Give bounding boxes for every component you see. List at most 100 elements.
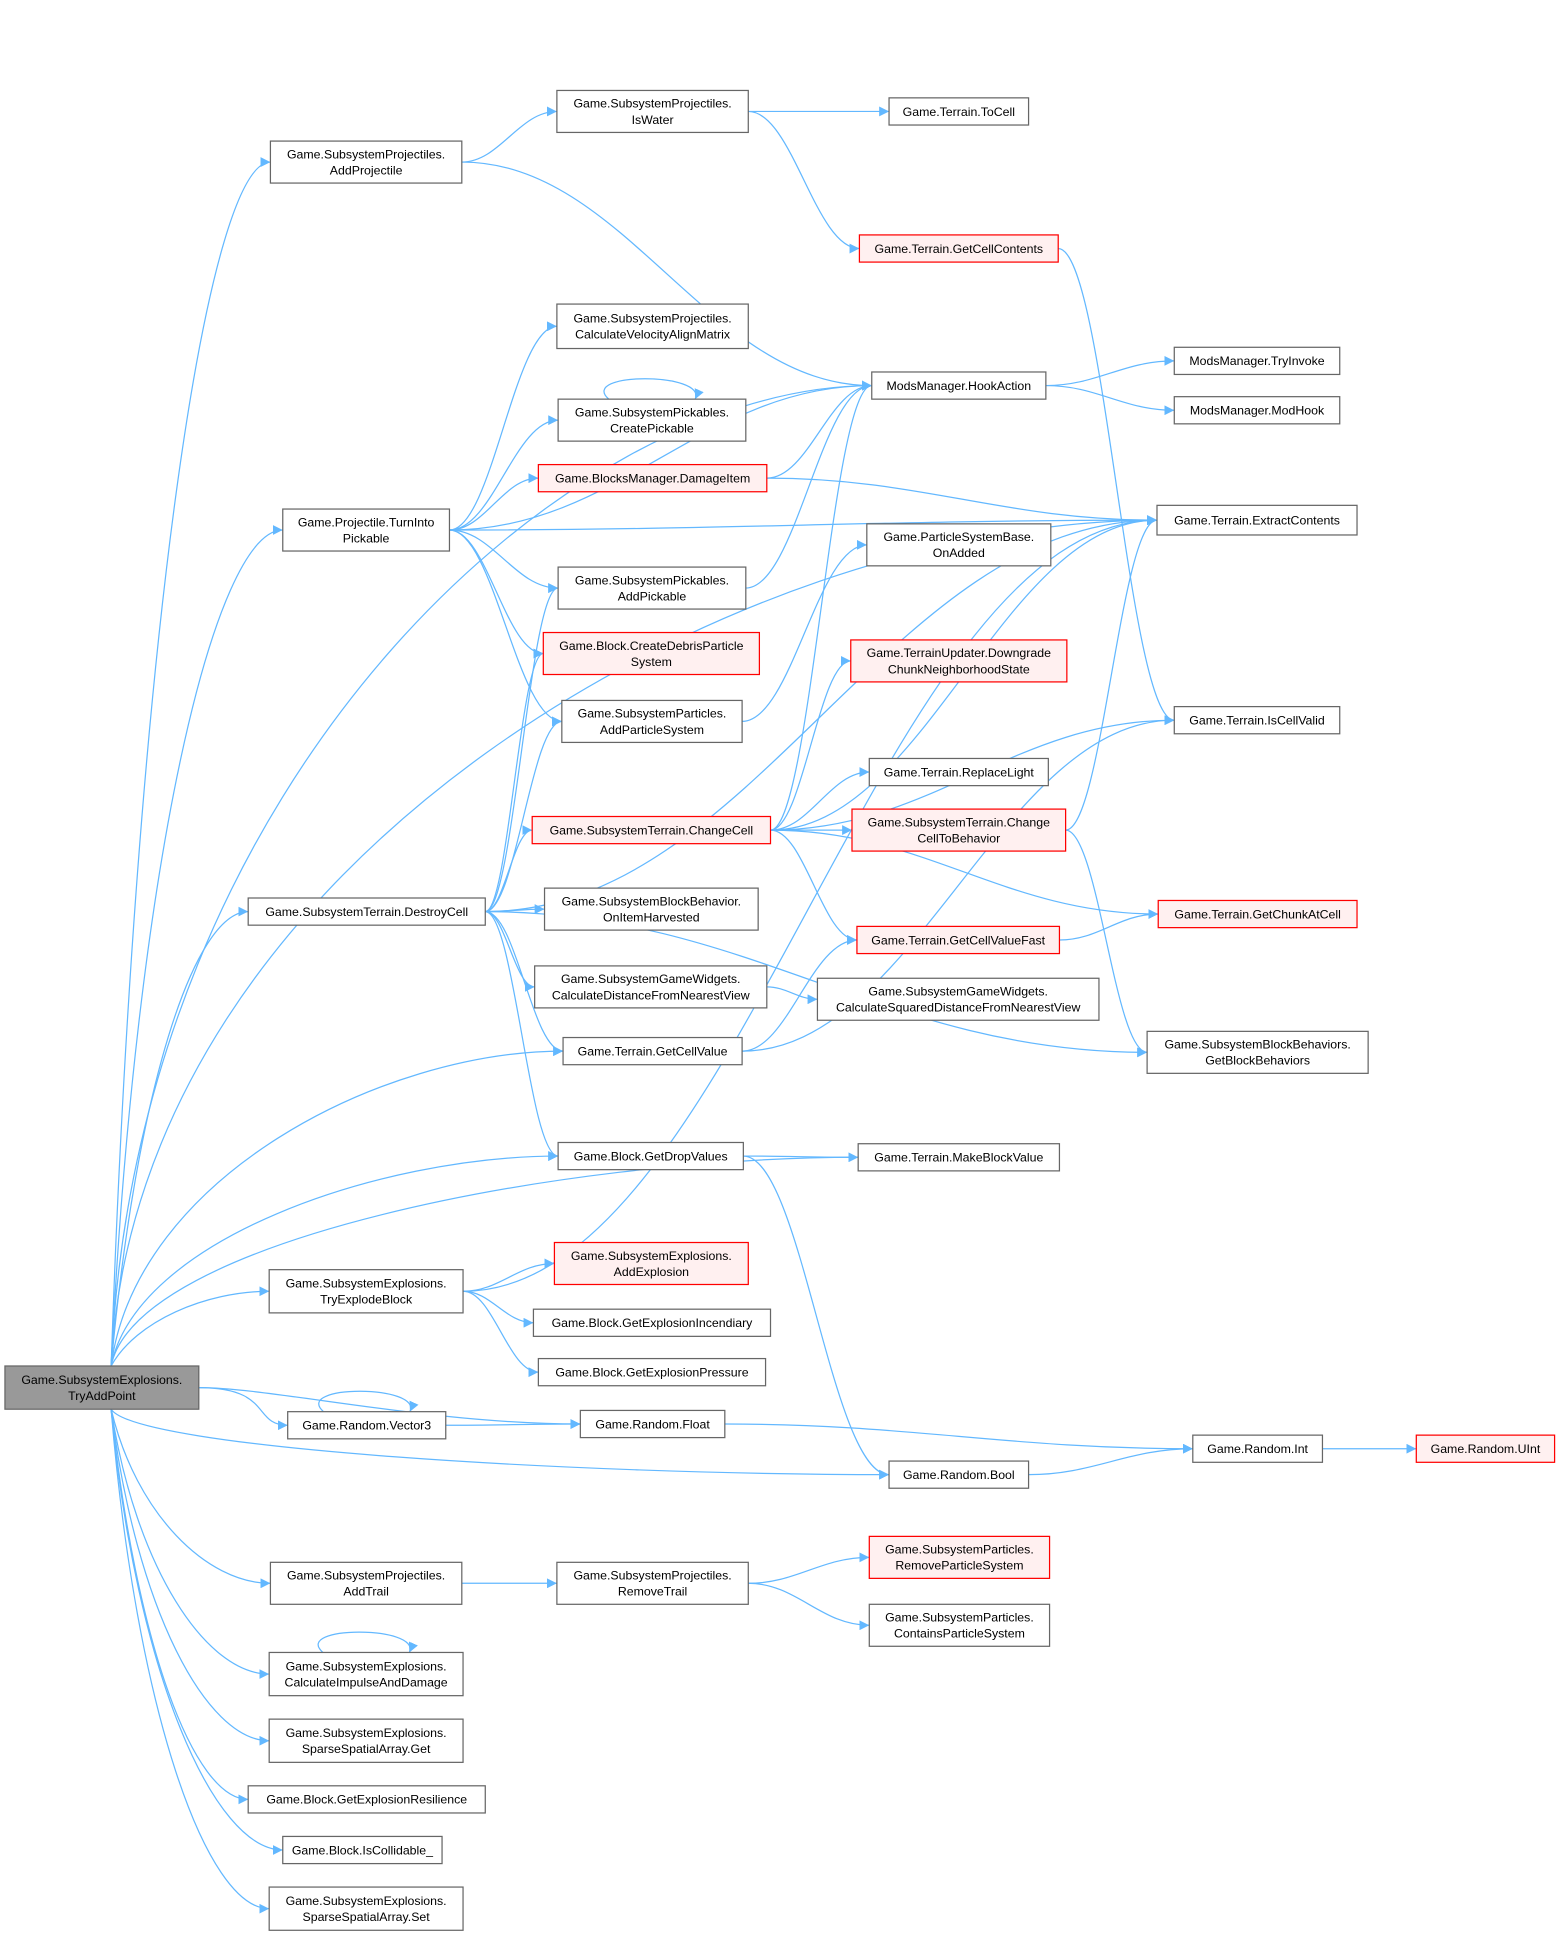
node-game-subsystemblockbehavior-onitemharvested[interactable]: Game.SubsystemBlockBehavior.OnItemHarves…	[543, 887, 759, 931]
node-modsmanager-tryinvoke[interactable]: ModsManager.TryInvoke	[1173, 346, 1341, 376]
node-game-subsystemterrain-changecelltobehavior[interactable]: Game.SubsystemTerrain.ChangeCellToBehavi…	[851, 808, 1067, 852]
node-game-terrain-getcellvalue[interactable]: Game.Terrain.GetCellValue	[562, 1036, 743, 1066]
node-box	[537, 463, 768, 493]
node-game-particlesystembase-onadded[interactable]: Game.ParticleSystemBase.OnAdded	[866, 523, 1052, 567]
edge-n25-n24	[1059, 909, 1159, 941]
node-game-subsystemexplosions-sparsespatialarray-set[interactable]: Game.SubsystemExplosions.SparseSpatialAr…	[268, 1886, 464, 1931]
node-game-block-getexplosionincendiary[interactable]: Game.Block.GetExplosionIncendiary	[532, 1308, 772, 1337]
node-game-subsystemexplosions-tryaddpoint[interactable]: Game.SubsystemExplosions.TryAddPoint	[4, 1365, 200, 1410]
node-box	[282, 1835, 443, 1865]
node-game-terrain-getcellcontents[interactable]: Game.Terrain.GetCellContents	[858, 234, 1059, 263]
node-box	[1157, 899, 1358, 929]
edge-n9-n9	[603, 378, 704, 400]
node-game-subsystemprojectiles-addtrail[interactable]: Game.SubsystemProjectiles. AddTrail	[269, 1561, 463, 1605]
node-game-terrain-tocell[interactable]: Game.Terrain.ToCell	[888, 97, 1030, 126]
node-label: AddTrail	[343, 1585, 388, 1599]
node-label: Game.Terrain.IsCellValid	[1189, 714, 1325, 728]
node-game-subsystemexplosions-calculateimpulseanddamage[interactable]: Game.SubsystemExplosions.CalculateImpuls…	[268, 1651, 464, 1697]
node-game-subsystemgamewidgets-calculatesquareddistancefromnearestview[interactable]: Game.SubsystemGameWidgets.CalculateSquar…	[816, 977, 1100, 1021]
edge-n12-n8	[449, 321, 557, 531]
node-game-subsystempickables-addpickable[interactable]: Game.SubsystemPickables.AddPickable	[557, 566, 747, 610]
node-box	[4, 1365, 200, 1410]
node-box	[557, 566, 747, 610]
edge-n0-n12	[110, 525, 283, 1367]
edge-n0-n47	[110, 1409, 249, 1805]
node-label: Game.Terrain.GetCellValue	[578, 1044, 728, 1058]
edge-n1-n2	[461, 106, 557, 163]
node-game-terrain-makeblockvalue[interactable]: Game.Terrain.MakeBlockValue	[857, 1143, 1061, 1172]
node-box	[868, 1603, 1051, 1647]
node-game-block-getdropvalues[interactable]: Game.Block.GetDropValues	[557, 1141, 744, 1171]
node-game-subsystemprojectiles-calculatevelocityalignmatrix[interactable]: Game.SubsystemProjectiles.CalculateVeloc…	[556, 303, 749, 350]
node-game-random-int[interactable]: Game.Random.Int	[1192, 1434, 1324, 1463]
node-box	[858, 234, 1059, 263]
nodes-layer: Game.SubsystemExplosions.TryAddPointGame…	[4, 89, 1556, 1931]
node-game-subsystemblockbehaviors-getblockbehaviors[interactable]: Game.SubsystemBlockBehaviors.GetBlockBeh…	[1146, 1030, 1369, 1074]
node-game-subsystempickables-createpickable[interactable]: Game.SubsystemPickables.CreatePickable	[557, 398, 747, 442]
node-game-subsystemparticles-addparticlesystem[interactable]: Game.SubsystemParticles.AddParticleSyste…	[561, 699, 743, 744]
edge-n36-n37	[445, 1419, 581, 1429]
node-box	[1415, 1434, 1556, 1463]
node-box	[850, 639, 1068, 683]
node-label: Game.SubsystemProjectiles.	[287, 1569, 445, 1583]
edge-n10-n11	[766, 477, 1157, 526]
node-game-subsystemgamewidgets-calculatedistancefromnearestview[interactable]: Game.SubsystemGameWidgets.CalculateDista…	[534, 965, 768, 1009]
node-game-block-getexplosionpressure[interactable]: Game.Block.GetExplosionPressure	[537, 1357, 767, 1387]
node-game-block-getexplosionresilience[interactable]: Game.Block.GetExplosionResilience	[247, 1785, 486, 1814]
edge-n0-n49	[110, 1409, 270, 1914]
node-game-subsystemterrain-destroycell[interactable]: Game.SubsystemTerrain.DestroyCell	[247, 897, 486, 926]
edge-n10-n5	[766, 380, 872, 479]
node-game-subsystemprojectiles-removetrail[interactable]: Game.SubsystemProjectiles.RemoveTrail	[556, 1561, 749, 1605]
node-game-terrain-iscellvalid[interactable]: Game.Terrain.IsCellValid	[1173, 705, 1341, 735]
node-box	[851, 808, 1067, 852]
node-game-subsystemparticles-containsparticlesystem[interactable]: Game.SubsystemParticles.ContainsParticle…	[868, 1603, 1051, 1647]
node-game-terrain-getchunkatcell[interactable]: Game.Terrain.GetChunkAtCell	[1157, 899, 1358, 929]
node-game-random-vector3[interactable]: Game.Random.Vector3	[287, 1411, 447, 1440]
node-label: AddProjectile	[330, 163, 403, 177]
node-label: Game.ParticleSystemBase.	[883, 530, 1034, 544]
edge-n12-n9	[449, 415, 559, 531]
node-label: Game.Terrain.GetCellContents	[875, 242, 1044, 256]
node-game-terrain-getcellvaluefast[interactable]: Game.Terrain.GetCellValueFast	[856, 925, 1061, 955]
node-label: Game.Terrain.ReplaceLight	[884, 765, 1035, 779]
node-game-terrainupdater-downgradechunkneighborhoodstate[interactable]: Game.TerrainUpdater.DowngradeChunkNeighb…	[850, 639, 1068, 683]
node-box	[561, 699, 743, 744]
edge-n12-n5	[449, 380, 872, 531]
node-game-block-iscollidable-[interactable]: Game.Block.IsCollidable_	[282, 1835, 443, 1865]
node-game-subsystemexplosions-tryexplodeblock[interactable]: Game.SubsystemExplosions.TryExplodeBlock	[268, 1269, 464, 1314]
node-game-random-bool[interactable]: Game.Random.Bool	[888, 1460, 1030, 1489]
node-game-random-float[interactable]: Game.Random.Float	[579, 1409, 726, 1439]
node-label: Game.Terrain.ExtractContents	[1174, 513, 1340, 527]
node-label: System	[631, 655, 672, 669]
node-game-subsystemprojectiles-addprojectile[interactable]: Game.SubsystemProjectiles. AddProjectile	[269, 140, 463, 184]
node-game-subsystemterrain-changecell[interactable]: Game.SubsystemTerrain.ChangeCell	[531, 815, 772, 845]
node-game-blocksmanager-damageitem[interactable]: Game.BlocksManager.DamageItem	[537, 463, 768, 493]
edge-n0-n22	[110, 906, 249, 1367]
edge-n32-n33	[463, 1258, 555, 1292]
node-modsmanager-modhook[interactable]: ModsManager.ModHook	[1173, 396, 1341, 425]
node-game-random-uint[interactable]: Game.Random.UInt	[1415, 1434, 1556, 1463]
edge-n45-n45	[317, 1631, 418, 1653]
edge-n28-n25	[742, 935, 857, 1052]
node-label: CreatePickable	[610, 421, 694, 435]
edge-n20-n16	[770, 656, 851, 831]
node-box	[579, 1409, 726, 1439]
edge-n22-n17	[485, 716, 562, 913]
node-game-subsystemexplosions-sparsespatialarray-get[interactable]: Game.SubsystemExplosions.SparseSpatialAr…	[268, 1718, 464, 1763]
node-label: Game.SubsystemProjectiles.	[573, 312, 731, 326]
node-modsmanager-hookaction[interactable]: ModsManager.HookAction	[871, 371, 1047, 400]
node-game-subsystemexplosions-addexplosion[interactable]: Game.SubsystemExplosions.AddExplosion	[553, 1241, 749, 1286]
node-box	[888, 1460, 1030, 1489]
node-game-subsystemparticles-removeparticlesystem[interactable]: Game.SubsystemParticles.RemoveParticleSy…	[868, 1535, 1051, 1579]
node-game-terrain-replacelight[interactable]: Game.Terrain.ReplaceLight	[868, 757, 1049, 787]
node-game-subsystemprojectiles-iswater[interactable]: Game.SubsystemProjectiles.IsWater	[556, 89, 749, 134]
edge-n22-n28	[485, 910, 564, 1057]
edge-n21-n29	[1065, 829, 1148, 1058]
node-label: Game.SubsystemPickables.	[575, 573, 729, 587]
node-box	[1192, 1434, 1324, 1463]
node-game-terrain-extractcontents[interactable]: Game.Terrain.ExtractContents	[1156, 504, 1358, 536]
node-label: Game.SubsystemProjectiles.	[287, 147, 445, 161]
edge-n12-n11	[449, 515, 1157, 531]
